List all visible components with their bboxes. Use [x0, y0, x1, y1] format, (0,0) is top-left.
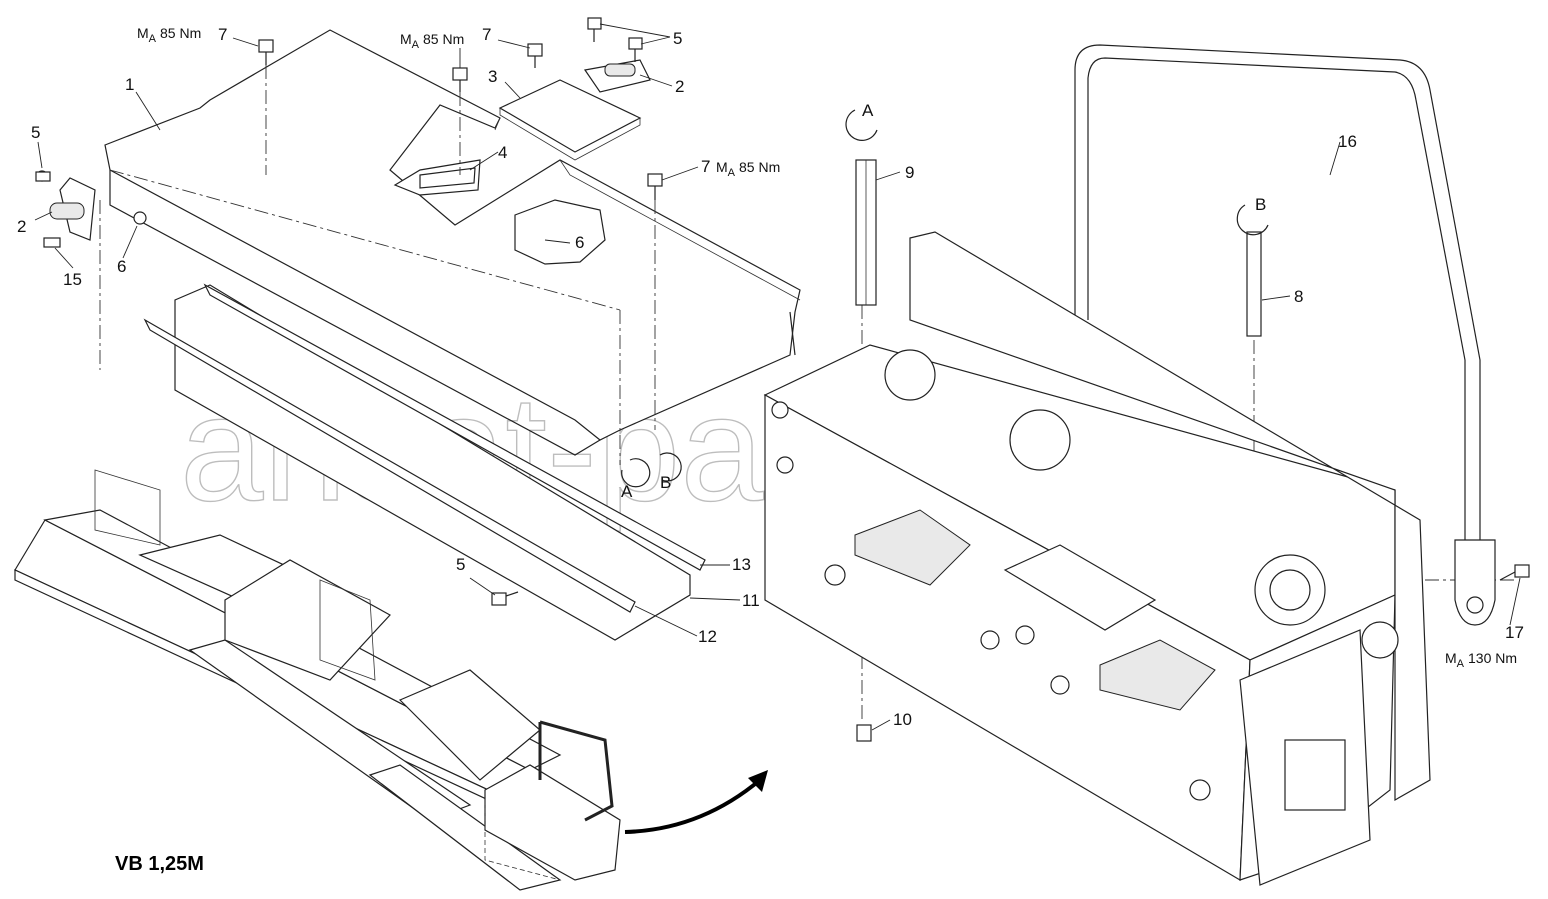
callout-7-left: 7 — [218, 25, 227, 44]
svg-text:B: B — [1255, 195, 1266, 214]
callout-1: 1 — [125, 75, 134, 94]
strip-part-13 — [203, 283, 706, 571]
strip-part-12 — [143, 318, 636, 613]
callout-4: 4 — [498, 143, 507, 162]
svg-text:B: B — [660, 473, 671, 492]
zoom-arrow — [624, 770, 768, 834]
bolt-10 — [856, 724, 872, 742]
svg-text:A: A — [621, 482, 633, 501]
callout-10: 10 — [893, 710, 912, 729]
bolt-5-top — [587, 17, 643, 62]
leader-lines — [34, 23, 1521, 731]
hinge-part-2-left — [35, 170, 147, 248]
callout-8: 8 — [1294, 287, 1303, 306]
handle-part-16 — [1074, 44, 1496, 626]
bolt-7-right — [647, 173, 663, 200]
callout-5-lower: 5 — [456, 555, 465, 574]
side-panel-part-11 — [174, 284, 691, 641]
hinge-part-2-top — [583, 59, 651, 93]
callout-17: 17 — [1505, 623, 1524, 642]
cover-plate-part-1 — [104, 29, 801, 456]
callout-13: 13 — [732, 555, 751, 574]
callout-15: 15 — [63, 270, 82, 289]
callout-7-mid: 7 — [482, 25, 491, 44]
ref-circle-A-upper: A — [845, 101, 878, 141]
callout-11: 11 — [742, 591, 760, 610]
bolt-5-lower — [491, 591, 519, 606]
callout-3: 3 — [488, 67, 497, 86]
callout-labels: 1 5 2 15 6 7 7 3 5 2 4 7 6 9 8 16 10 13 … — [17, 25, 1524, 729]
machine-overview — [14, 469, 621, 891]
main-frame — [763, 231, 1431, 886]
callout-7-right: 7 — [701, 157, 710, 176]
bolt-17 — [1499, 564, 1530, 581]
spacer-part-8 — [1246, 231, 1262, 337]
callout-12: 12 — [698, 627, 717, 646]
column-part-9 — [855, 159, 877, 306]
callout-16: 16 — [1338, 132, 1357, 151]
callout-9: 9 — [905, 163, 914, 182]
plate-part-3 — [498, 79, 642, 161]
callout-5-top: 5 — [673, 29, 682, 48]
callout-6-left: 6 — [117, 257, 126, 276]
callout-5-left: 5 — [31, 123, 40, 142]
ref-circle-B-upper: B — [1236, 195, 1269, 236]
bolt-7-mid — [452, 43, 543, 92]
svg-text:A: A — [862, 101, 874, 120]
bolt-7-left — [258, 39, 274, 65]
callout-2-left: 2 — [17, 217, 26, 236]
callout-2-top: 2 — [675, 77, 684, 96]
octagon-label — [514, 199, 606, 265]
model-label: VB 1,25M — [115, 853, 204, 875]
callout-6-mid: 6 — [575, 233, 584, 252]
ref-circle-B-lower: B — [659, 452, 682, 492]
ref-circle-A-lower: A — [621, 458, 651, 501]
